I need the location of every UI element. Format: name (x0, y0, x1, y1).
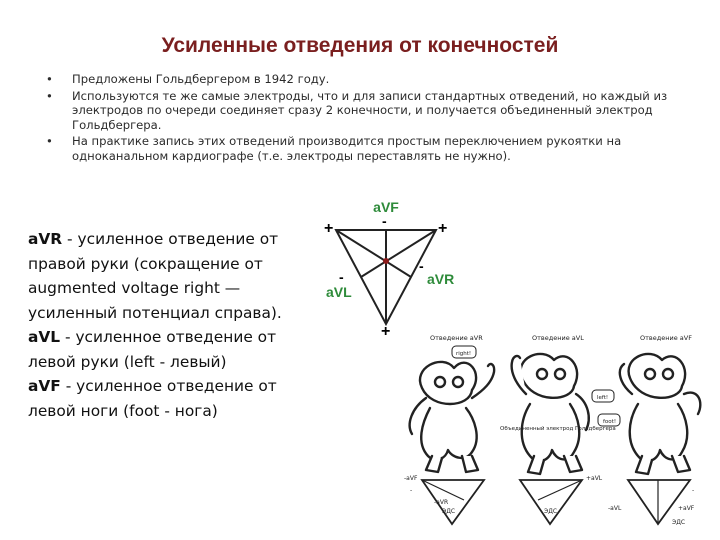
figure-header-avr: Отведение aVR (430, 334, 483, 342)
lead-cartoon-illustration: Отведение aVR Отведение aVL Отведение aV… (404, 334, 702, 526)
bullet-item: • Используются те же самые электроды, что… (46, 89, 686, 133)
minus-mark: - (692, 487, 694, 494)
lead-triangle-diagram: aVF aVR aVL + + + - - - (324, 199, 454, 340)
avl-axis-line (360, 229, 437, 278)
lead-label: -aVF (404, 475, 418, 482)
avl-text: - усиленное отведение от левой руки (lef… (28, 328, 277, 371)
speech-bubble (591, 389, 615, 403)
speech-text-right: right! (456, 351, 471, 357)
bullet-dot: • (46, 134, 53, 148)
mini-triangle-avl (518, 479, 584, 526)
avl-label: aVL (326, 284, 352, 300)
bullet-text: На практике запись этих отведений произв… (72, 134, 622, 163)
center-point (383, 258, 389, 264)
bullet-item: • Предложены Гольдбергером в 1942 году. (46, 72, 686, 87)
minus-sign: - (419, 258, 424, 274)
speech-text-foot: foot! (603, 419, 616, 425)
plus-sign: + (438, 220, 447, 237)
minus-sign: - (339, 269, 344, 285)
figure-header-avl: Отведение aVL (532, 334, 584, 342)
electrode-label: Объединенный электрод Гольдбергера (500, 425, 616, 432)
lead-label: +aVF (678, 505, 695, 512)
cartoon-figure-avl (510, 352, 590, 476)
avf-label: aVF (373, 199, 399, 215)
cartoon-figure-avr (408, 360, 496, 474)
figure-header-avf: Отведение aVF (640, 334, 692, 342)
mini-triangle-avr (420, 479, 486, 526)
lead-label: +aVL (586, 475, 603, 482)
avr-description: aVR - усиленное отведение от правой руки… (28, 227, 328, 325)
plus-sign: + (381, 323, 390, 340)
minus-mark: - (410, 487, 412, 494)
avr-term: aVR (28, 230, 63, 248)
bullet-dot: • (46, 72, 53, 86)
avl-term: aVL (28, 328, 61, 346)
speech-bubble (597, 413, 621, 427)
speech-text-left: left! (597, 395, 608, 401)
avf-text: - усиленное отведение от левой ноги (foo… (28, 377, 277, 420)
slide-title: Усиленные отведения от конечностей (161, 34, 559, 57)
avl-description: aVL - усиленное отведение от левой руки … (28, 325, 328, 374)
eds-label: ЭДС (672, 519, 685, 526)
lead-label: -aVL (608, 505, 622, 512)
cartoon-figure-avf (618, 352, 702, 476)
lead-label: -aVR (434, 499, 448, 506)
avf-description: aVF - усиленное отведение от левой ноги … (28, 374, 328, 423)
mini-triangle-avf (626, 479, 692, 526)
minus-sign: - (382, 213, 387, 229)
speech-bubble (451, 345, 477, 359)
bullet-text: Используются те же самые электроды, что … (72, 88, 668, 132)
bullet-list: • Предложены Гольдбергером в 1942 году. •… (46, 72, 686, 165)
bullet-item: • На практике запись этих отведений произ… (46, 134, 686, 163)
lead-descriptions: aVR - усиленное отведение от правой руки… (28, 227, 328, 423)
avr-text: - усиленное отведение от правой руки (со… (28, 230, 282, 322)
bullet-text: Предложены Гольдбергером в 1942 году. (72, 72, 330, 86)
eds-label: ЭДС (544, 508, 557, 515)
avf-term: aVF (28, 377, 61, 395)
plus-sign: + (324, 220, 333, 237)
avr-axis-line (335, 229, 412, 278)
avr-label: aVR (427, 271, 454, 287)
bullet-dot: • (46, 88, 53, 103)
eds-label: ЭДС (442, 508, 455, 515)
